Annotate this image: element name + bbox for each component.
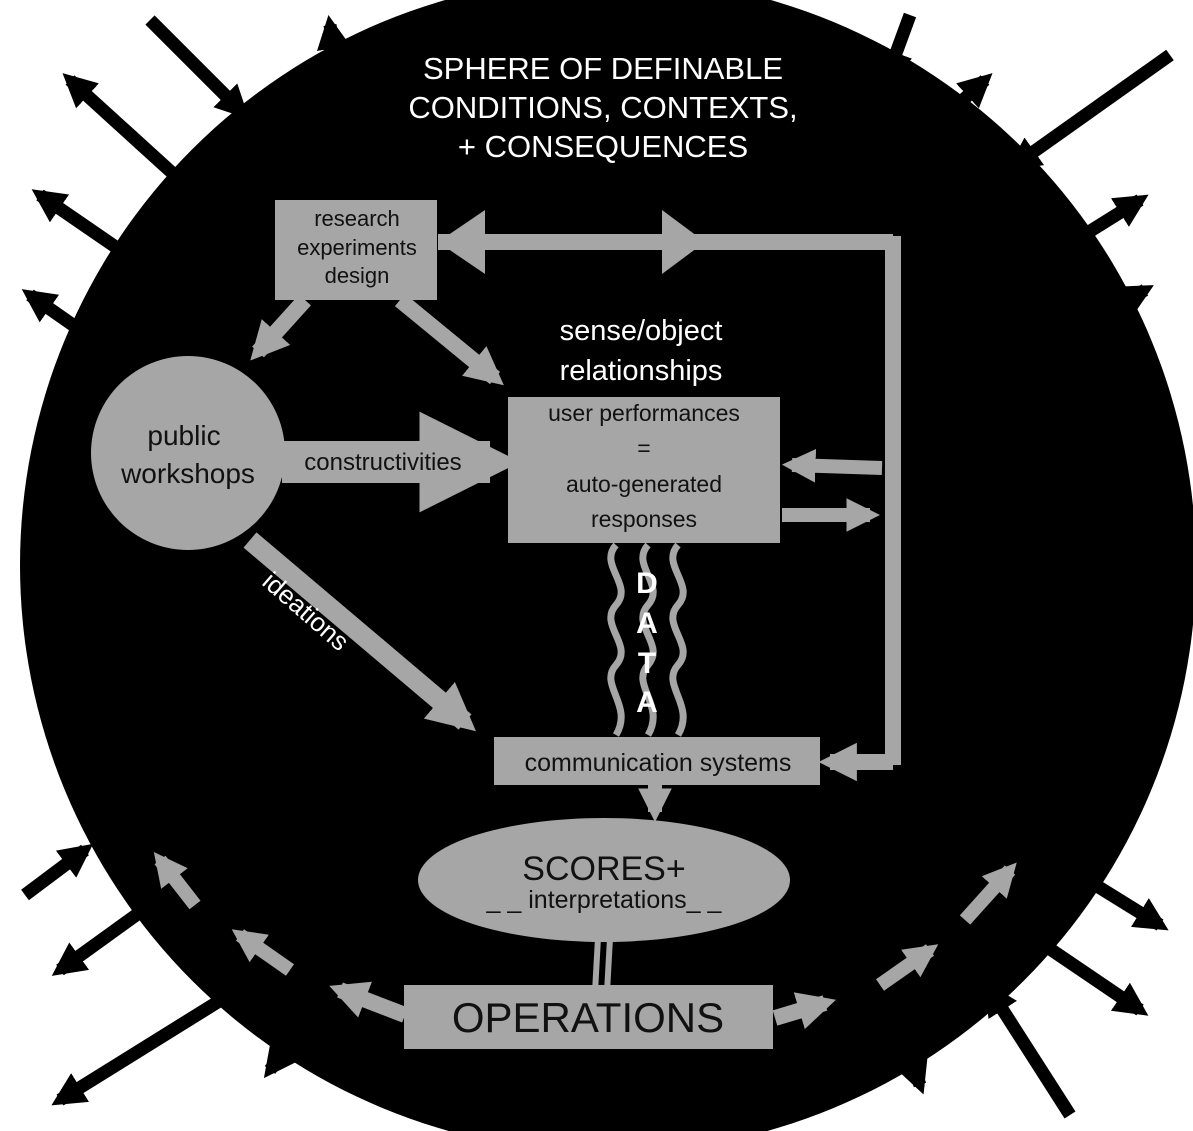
communication-systems-label: communication systems bbox=[525, 749, 792, 777]
operations-label: OPERATIONS bbox=[452, 994, 724, 1041]
communication-systems-node bbox=[494, 737, 820, 785]
user-box-line-1: user performances bbox=[548, 400, 740, 426]
loop-arrowhead-left bbox=[438, 210, 485, 274]
sphere-title-line-3: + CONSEQUENCES bbox=[458, 129, 748, 164]
sphere-title: SPHERE OF DEFINABLE CONDITIONS, CONTEXTS… bbox=[408, 51, 797, 164]
user-box-line-4: responses bbox=[591, 506, 697, 532]
sphere-title-line-2: CONDITIONS, CONTEXTS, bbox=[408, 90, 797, 125]
flow-arrows bbox=[153, 234, 1017, 1030]
research-label-2: experiments bbox=[297, 235, 417, 260]
user-box-line-3: auto-generated bbox=[566, 471, 722, 497]
data-waves bbox=[607, 542, 687, 737]
data-letter-a2: A bbox=[636, 686, 658, 719]
sense-object-label-1: sense/object bbox=[560, 315, 723, 347]
constructivities-label: constructivities bbox=[304, 449, 461, 476]
scores-title: SCORES+ bbox=[522, 850, 685, 888]
research-label-1: research bbox=[314, 206, 400, 231]
loop-arrowhead-right bbox=[662, 210, 705, 274]
workshops-node bbox=[91, 356, 285, 550]
data-letter-t: T bbox=[638, 647, 656, 680]
scores-sub: _ _ interpretations_ _ bbox=[486, 886, 723, 914]
sense-object-label-2: relationships bbox=[560, 355, 723, 387]
operations-node bbox=[404, 985, 773, 1049]
data-letter-d: D bbox=[636, 567, 658, 600]
sphere-title-line-1: SPHERE OF DEFINABLE bbox=[423, 51, 783, 86]
data-letter-a1: A bbox=[636, 607, 658, 640]
user-performances-node bbox=[508, 397, 780, 543]
user-box-eq: = bbox=[637, 435, 650, 461]
research-node bbox=[275, 200, 437, 300]
workshops-label-2: workshops bbox=[120, 458, 255, 489]
workshops-label-1: public bbox=[147, 420, 220, 451]
scores-node bbox=[418, 818, 790, 942]
research-label-3: design bbox=[325, 263, 390, 288]
